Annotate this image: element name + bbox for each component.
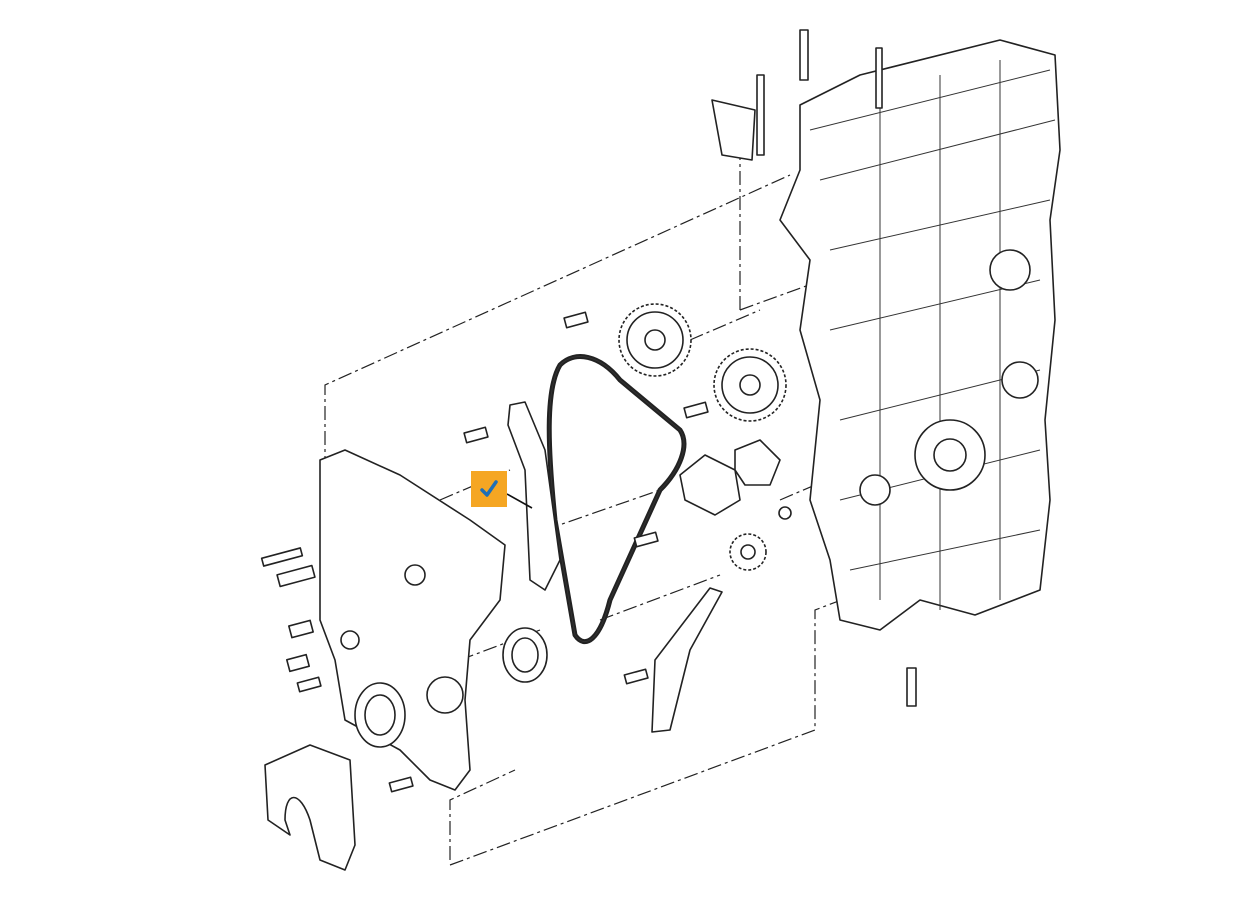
marker-leader-line <box>506 493 533 509</box>
bolts-side <box>260 311 792 793</box>
selection-marker-checkbox[interactable] <box>471 471 507 507</box>
timing-chain <box>546 354 687 644</box>
cover-gasket <box>264 744 356 871</box>
bracket <box>711 99 756 161</box>
front-cover-details <box>340 564 464 748</box>
chain-guide-right <box>651 587 723 733</box>
camshaft-sprockets <box>618 303 787 571</box>
chain-tensioner <box>679 454 741 516</box>
chain-guide-left <box>507 401 561 591</box>
bolts-top <box>711 29 917 707</box>
engine-block <box>779 39 1061 631</box>
checkmark-icon <box>480 480 498 497</box>
tensioner-gasket <box>734 439 781 486</box>
front-seal <box>502 627 548 683</box>
